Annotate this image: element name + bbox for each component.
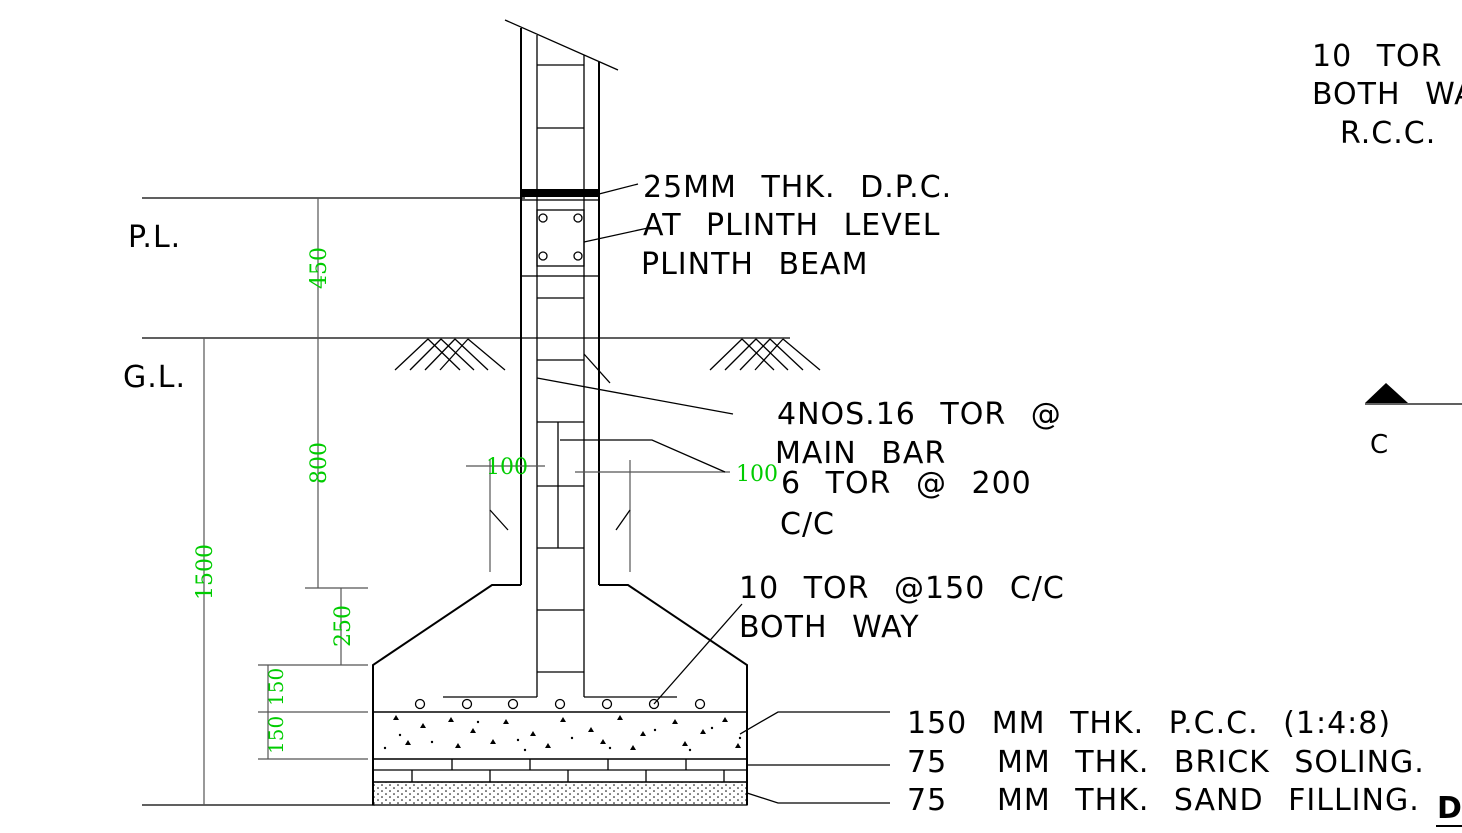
sand-filling-layer <box>372 781 748 806</box>
dim-100-right: 100 <box>736 462 778 487</box>
section-c-label: C <box>1370 430 1389 460</box>
main-bar-label-2: MAIN BAR <box>775 436 946 471</box>
right-note-1: 10 TOR <box>1312 39 1443 74</box>
section-marker <box>1365 383 1462 405</box>
dimension-lines <box>203 198 730 805</box>
dim-150-b: 150 <box>264 716 288 754</box>
footing-rebar-dots <box>414 698 706 710</box>
footing <box>372 584 748 805</box>
dpc-label-2: AT PLINTH LEVEL <box>643 208 940 243</box>
main-bar-label-1: 4NOS.16 TOR @ <box>777 397 1062 432</box>
footing-bar-label-1: 10 TOR @150 C/C <box>739 571 1065 606</box>
pcc-label: 150 MM THK. P.C.C. (1:4:8) <box>907 706 1391 741</box>
leader-lines <box>536 183 890 804</box>
sand-filling-num: 75 <box>907 783 947 818</box>
right-note-3: R.C.C. <box>1340 116 1436 151</box>
dim-800: 800 <box>307 442 332 484</box>
title-partial: D <box>1437 791 1462 826</box>
stirrup-label-1: 6 TOR @ 200 <box>781 466 1032 501</box>
footing-bar-label-2: BOTH WAY <box>739 610 920 645</box>
brick-soling-layer <box>372 758 748 783</box>
dim-450: 450 <box>307 247 332 289</box>
dpc-layer <box>521 189 599 197</box>
plinth-beam <box>520 199 600 277</box>
earth-hatch-right <box>709 338 821 371</box>
brick-soling-num: 75 <box>907 745 947 780</box>
dim-1500: 1500 <box>193 544 218 600</box>
column <box>504 19 619 697</box>
gl-label: G.L. <box>123 360 186 395</box>
stirrup-label-2: C/C <box>780 507 835 542</box>
earth-hatch-left <box>394 338 506 371</box>
plinth-beam-label: PLINTH BEAM <box>641 247 868 282</box>
dim-100-left: 100 <box>486 455 528 480</box>
sand-filling-label: MM THK. SAND FILLING. <box>997 783 1420 818</box>
dim-250: 250 <box>331 605 356 647</box>
right-note-2: BOTH WA <box>1312 77 1462 112</box>
pl-label: P.L. <box>128 220 181 255</box>
dpc-label-1: 25MM THK. D.P.C. <box>643 170 952 205</box>
brick-soling-label: MM THK. BRICK SOLING. <box>997 745 1425 780</box>
pcc-layer <box>372 711 748 760</box>
dim-150-a: 150 <box>264 668 288 706</box>
